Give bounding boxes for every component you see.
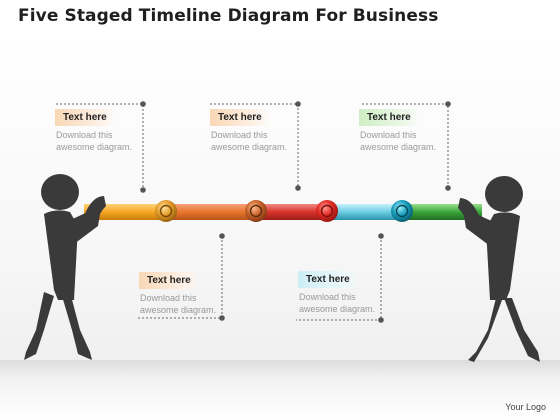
timeline-bar bbox=[84, 204, 482, 220]
callout-text-line: awesome diagram. bbox=[211, 142, 288, 152]
stage-marker-4-icon bbox=[391, 200, 413, 222]
callout-5: Text here Download this awesome diagram. bbox=[298, 269, 375, 315]
callout-text-line: Download this bbox=[211, 130, 268, 140]
callout-text-line: Download this bbox=[360, 130, 417, 140]
callout-heading: Text here bbox=[139, 272, 199, 289]
floor-shadow bbox=[0, 360, 560, 420]
stage-markers bbox=[155, 200, 413, 222]
person-left-figure bbox=[24, 174, 106, 360]
callout-heading: Text here bbox=[55, 109, 115, 126]
callout-text-line: Download this bbox=[299, 292, 356, 302]
callout-3: Text here Download this awesome diagram. bbox=[359, 107, 436, 153]
person-right-figure bbox=[458, 176, 540, 362]
connector-dots bbox=[140, 101, 451, 323]
stage-marker-2-icon bbox=[245, 200, 267, 222]
callout-text-line: Download this bbox=[56, 130, 113, 140]
bar-segment-orange bbox=[170, 204, 262, 220]
callout-heading: Text here bbox=[359, 109, 419, 126]
callout-text-line: awesome diagram. bbox=[140, 305, 217, 315]
logo-placeholder: Your Logo bbox=[505, 402, 546, 412]
callout-heading: Text here bbox=[210, 109, 270, 126]
callout-4: Text here Download this awesome diagram. bbox=[139, 270, 216, 316]
callout-text-line: awesome diagram. bbox=[360, 142, 437, 152]
callout-text-line: awesome diagram. bbox=[299, 304, 376, 314]
stage-marker-1-icon bbox=[155, 200, 177, 222]
bar-segment-yellow bbox=[84, 204, 174, 220]
callout-text-line: Download this bbox=[140, 293, 197, 303]
callout-1: Text here Download this awesome diagram. bbox=[55, 107, 132, 153]
connector-1 bbox=[56, 103, 144, 190]
bar-segment-blue bbox=[334, 204, 406, 220]
callout-text-line: awesome diagram. bbox=[56, 142, 133, 152]
callout-heading: Text here bbox=[298, 271, 358, 288]
stage-marker-3-icon bbox=[316, 200, 338, 222]
page-title: Five Staged Timeline Diagram For Busines… bbox=[18, 6, 439, 26]
callout-2: Text here Download this awesome diagram. bbox=[210, 107, 287, 153]
